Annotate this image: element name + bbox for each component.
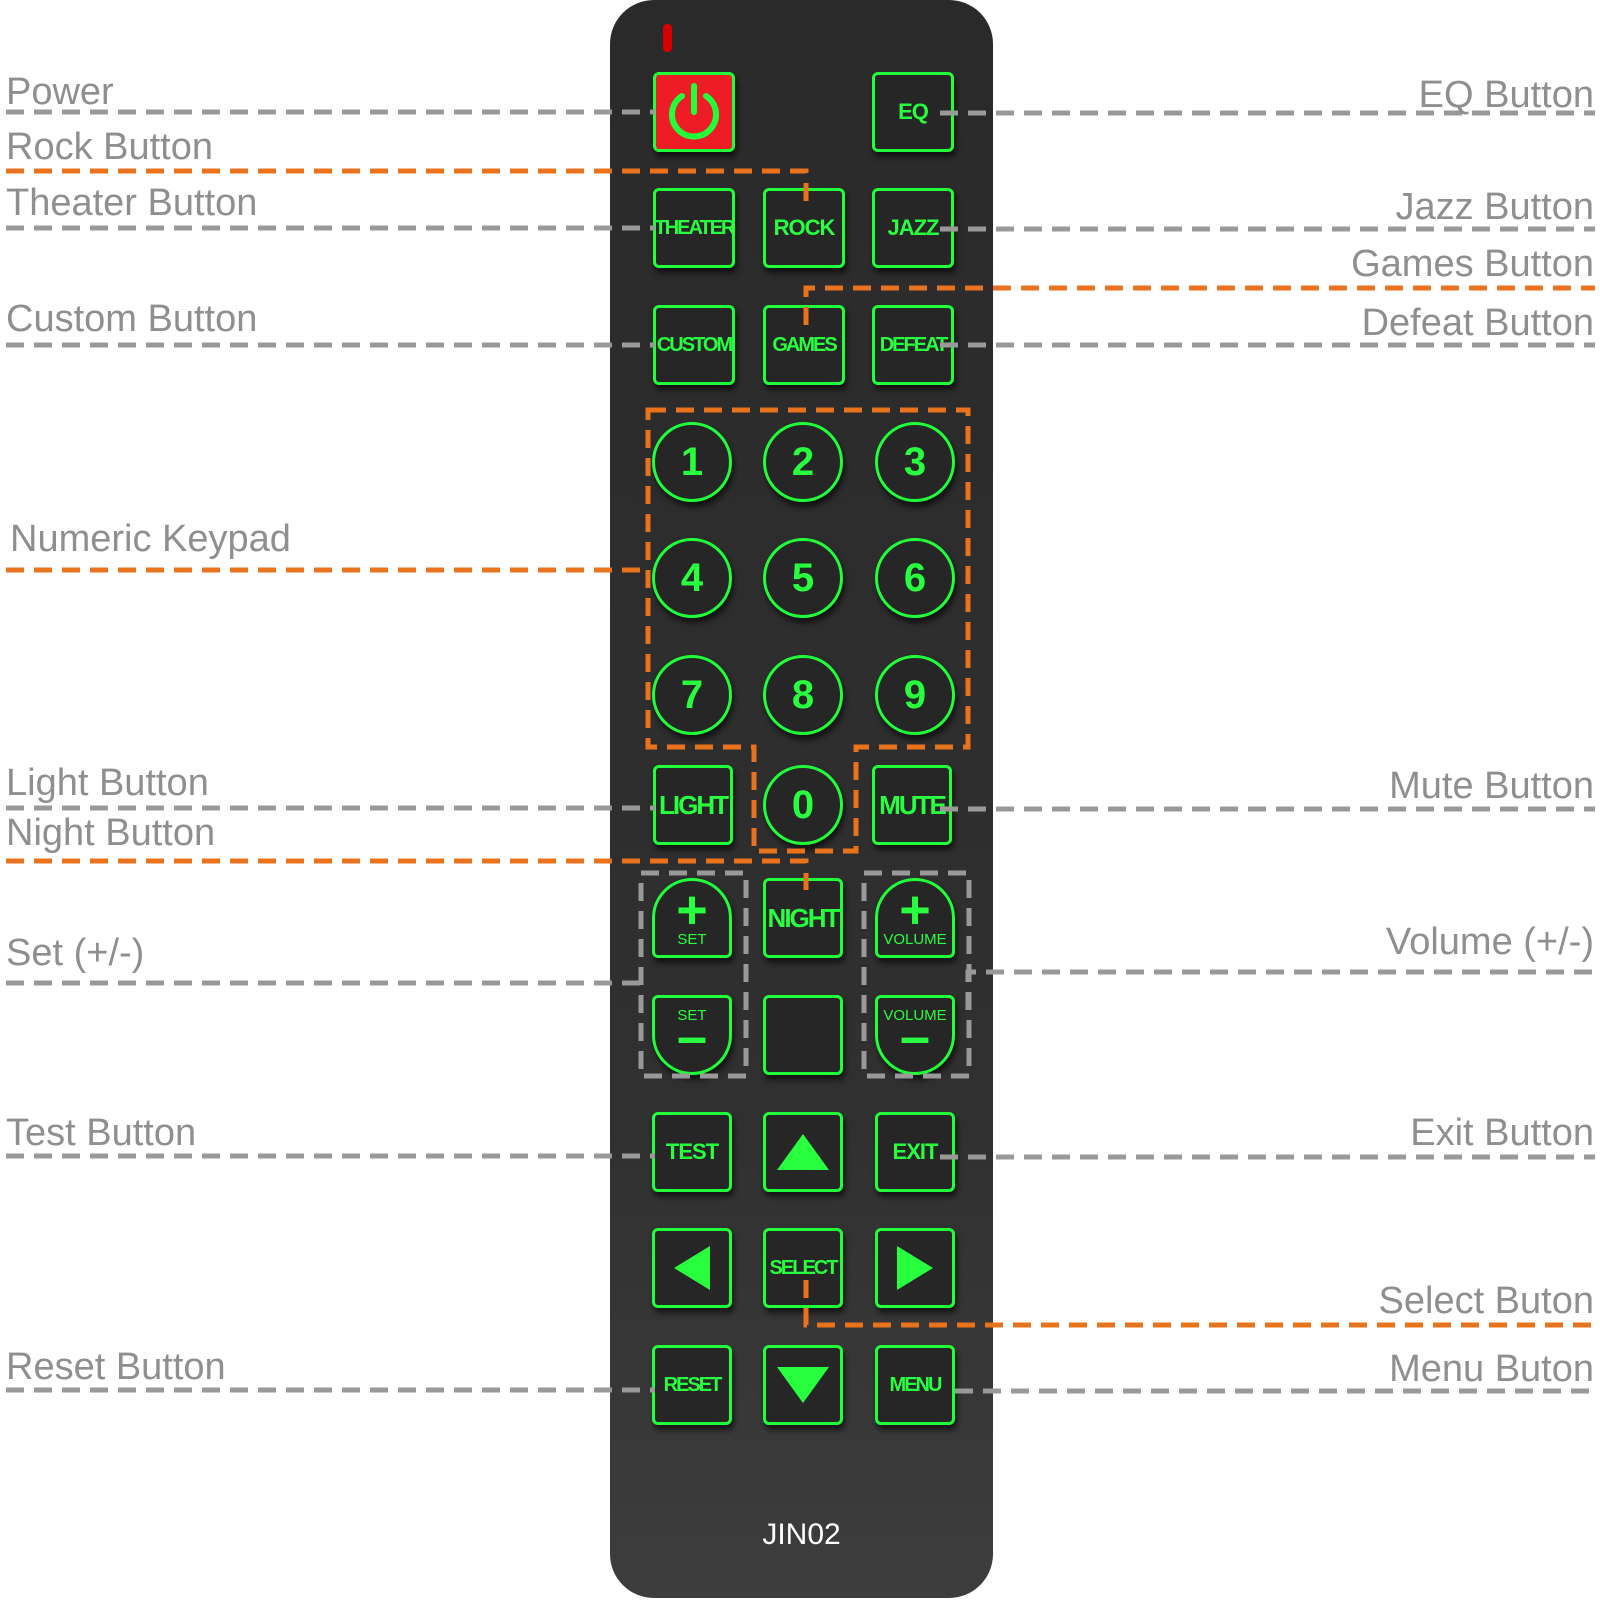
key-4[interactable]: 4 (652, 538, 732, 618)
eq-button[interactable]: EQ (872, 72, 954, 152)
reset-button[interactable]: RESET (652, 1345, 732, 1425)
volume-label: VOLUME (883, 931, 947, 948)
custom-button[interactable]: CUSTOM (653, 305, 735, 385)
light-button[interactable]: LIGHT (653, 765, 733, 845)
set-minus-button[interactable]: SET – (652, 995, 732, 1075)
callout-theater: Theater Button (6, 182, 258, 224)
callout-defeat: Defeat Button (1361, 302, 1594, 344)
callout-volume: Volume (+/-) (1385, 921, 1594, 963)
power-button[interactable] (653, 72, 735, 152)
left-button[interactable] (652, 1228, 732, 1308)
games-button[interactable]: GAMES (763, 305, 845, 385)
night-button[interactable]: NIGHT (763, 878, 843, 958)
rock-button[interactable]: ROCK (763, 188, 845, 268)
plus-icon: + (676, 880, 708, 940)
callout-test: Test Button (6, 1112, 197, 1154)
callout-jazz: Jazz Button (1395, 186, 1594, 228)
key-9[interactable]: 9 (875, 655, 955, 735)
key-8[interactable]: 8 (763, 655, 843, 735)
callout-light: Light Button (6, 762, 209, 804)
key-6[interactable]: 6 (875, 538, 955, 618)
minus-icon: – (899, 1007, 931, 1067)
volume-minus-button[interactable]: VOLUME – (875, 995, 955, 1075)
callout-menu: Menu Buton (1389, 1348, 1594, 1390)
callout-power: Power (6, 71, 114, 113)
exit-button[interactable]: EXIT (875, 1112, 955, 1192)
indicator-led (663, 24, 672, 52)
callout-mute: Mute Button (1389, 765, 1594, 807)
triangle-left-icon (674, 1246, 710, 1290)
mute-button[interactable]: MUTE (872, 765, 952, 845)
triangle-down-icon (777, 1367, 829, 1403)
callout-custom: Custom Button (6, 298, 258, 340)
callout-select: Select Buton (1378, 1280, 1594, 1322)
power-icon (669, 83, 719, 140)
defeat-button[interactable]: DEFEAT (872, 305, 954, 385)
callout-set: Set (+/-) (6, 932, 145, 974)
volume-plus-button[interactable]: + VOLUME (875, 878, 955, 958)
select-button[interactable]: SELECT (763, 1228, 843, 1308)
key-3[interactable]: 3 (875, 422, 955, 502)
up-button[interactable] (763, 1112, 843, 1192)
theater-button[interactable]: THEATER (653, 188, 735, 268)
blank-button[interactable] (763, 995, 843, 1075)
key-2[interactable]: 2 (763, 422, 843, 502)
callout-reset: Reset Button (6, 1346, 226, 1388)
set-label: SET (677, 931, 707, 948)
callout-night: Night Button (6, 812, 216, 854)
key-7[interactable]: 7 (652, 655, 732, 735)
callout-exit: Exit Button (1410, 1112, 1594, 1154)
callout-line-volume (965, 969, 1595, 1010)
right-button[interactable] (875, 1228, 955, 1308)
plus-icon: + (899, 880, 931, 940)
minus-icon: – (676, 1007, 708, 1067)
key-0[interactable]: 0 (763, 765, 843, 845)
key-5[interactable]: 5 (763, 538, 843, 618)
triangle-right-icon (897, 1246, 933, 1290)
callout-eq: EQ Button (1418, 74, 1594, 116)
menu-button[interactable]: MENU (875, 1345, 955, 1425)
set-plus-button[interactable]: + SET (652, 878, 732, 958)
down-button[interactable] (763, 1345, 843, 1425)
test-button[interactable]: TEST (652, 1112, 732, 1192)
callout-rock: Rock Button (6, 126, 213, 168)
callout-keypad: Numeric Keypad (10, 518, 291, 560)
model-label: JIN02 (762, 1518, 841, 1551)
jazz-button[interactable]: JAZZ (872, 188, 954, 268)
key-1[interactable]: 1 (652, 422, 732, 502)
triangle-up-icon (777, 1134, 829, 1170)
callout-games: Games Button (1351, 243, 1594, 285)
